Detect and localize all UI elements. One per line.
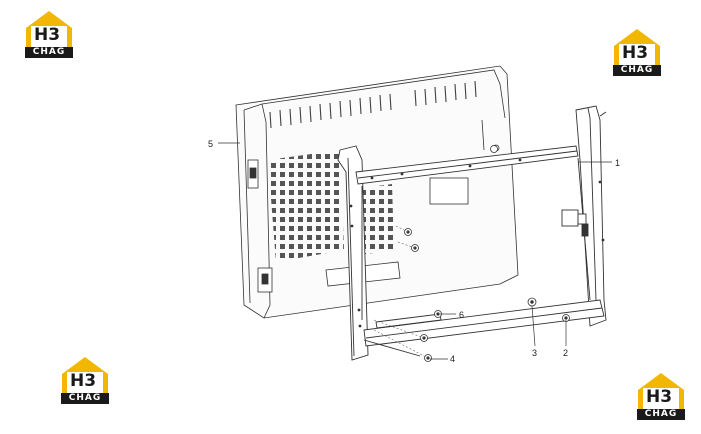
callout-leaders — [218, 142, 612, 360]
logo-text: CHAG — [61, 393, 109, 404]
logo-mark: H3 — [621, 43, 649, 63]
callout-3: 3 — [532, 348, 537, 358]
logo-house-icon — [26, 11, 72, 50]
brand-logo-bottom-left: H3 CHAG — [58, 354, 112, 406]
brand-logo-top-right: H3 CHAG — [610, 26, 664, 78]
logo-house-icon — [614, 29, 660, 68]
logo-mark: H3 — [69, 371, 97, 391]
logo-text: CHAG — [637, 409, 685, 420]
logo-mark: H3 — [33, 25, 61, 45]
brand-logo-top-left: H3 CHAG — [22, 8, 76, 60]
callout-4: 4 — [450, 354, 455, 364]
logo-house-icon — [62, 357, 108, 396]
callout-1: 1 — [615, 158, 620, 168]
logo-mark: H3 — [645, 387, 673, 407]
brand-logo-bottom-right: H3 CHAG — [634, 370, 688, 422]
logo-text: CHAG — [613, 65, 661, 76]
callout-6: 6 — [459, 310, 464, 320]
back-panel — [235, 65, 519, 319]
callout-5: 5 — [208, 139, 213, 149]
fasteners — [373, 145, 570, 362]
callout-2: 2 — [563, 348, 568, 358]
logo-text: CHAG — [25, 47, 73, 58]
logo-house-icon — [638, 373, 684, 412]
